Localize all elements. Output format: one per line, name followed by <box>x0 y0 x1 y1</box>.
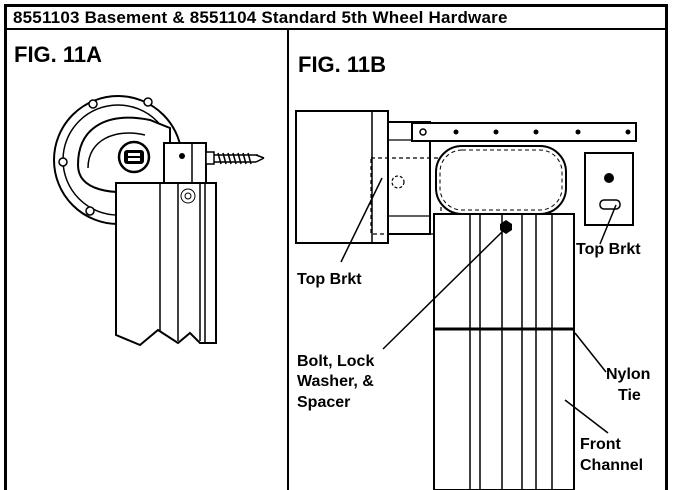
label-front-line1: Front <box>580 436 621 453</box>
label-bolt-line1: Bolt, Lock <box>297 353 375 370</box>
label-bolt-line2: Washer, & <box>297 373 374 390</box>
label-top-brkt-right: Top Brkt <box>576 241 641 258</box>
header-bar: 8551103 Basement & 8551104 Standard 5th … <box>4 4 668 30</box>
fig-11a-title: FIG. 11A <box>14 42 103 67</box>
fig-11b-title: FIG. 11B <box>298 52 387 77</box>
header-title: 8551103 Basement & 8551104 Standard 5th … <box>13 8 508 27</box>
mount-plate-inner <box>62 104 174 216</box>
bolt-marker <box>500 220 512 234</box>
label-nylon-line1: Nylon <box>606 366 651 383</box>
left-border <box>4 28 7 490</box>
right-border <box>665 28 668 490</box>
label-front-line2: Channel <box>580 457 644 474</box>
label-top-brkt-left: Top Brkt <box>297 271 362 288</box>
mount-plate-outer <box>53 95 183 225</box>
label-bolt-line3: Spacer <box>297 394 351 411</box>
panel-divider <box>287 28 289 490</box>
label-nylon-line2: Tie <box>618 387 641 404</box>
